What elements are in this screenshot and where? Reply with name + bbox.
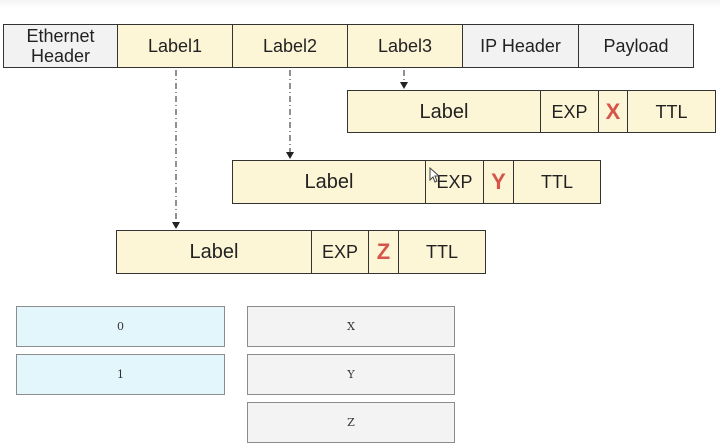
label-entry-z-exp: EXP bbox=[311, 230, 369, 274]
option-box-1[interactable]: 1 bbox=[16, 354, 225, 395]
label3-cell: Label3 bbox=[347, 24, 463, 68]
arrowhead-label2 bbox=[286, 152, 294, 159]
label2-cell: Label2 bbox=[232, 24, 348, 68]
label-entry-x-field: X bbox=[598, 90, 628, 133]
ethernet-header-cell: Ethernet Header bbox=[3, 24, 118, 68]
ip-header-cell: IP Header bbox=[462, 24, 579, 68]
label-entry-y-field: Y bbox=[483, 160, 514, 204]
label-entry-y-label: Label bbox=[232, 160, 426, 204]
label-entry-x-ttl: TTL bbox=[627, 90, 716, 133]
top-strip bbox=[0, 0, 720, 8]
label-entry-z-field: Z bbox=[368, 230, 399, 274]
label1-cell: Label1 bbox=[117, 24, 233, 68]
arrowhead-label1 bbox=[172, 222, 180, 229]
label-entry-z-label: Label bbox=[116, 230, 312, 274]
option-box-z[interactable]: Z bbox=[247, 402, 455, 443]
label-entry-x-label: Label bbox=[347, 90, 541, 133]
label-entry-z-ttl: TTL bbox=[398, 230, 486, 274]
mouse-cursor-icon bbox=[429, 167, 441, 183]
label-entry-x-exp: EXP bbox=[540, 90, 599, 133]
payload-cell: Payload bbox=[578, 24, 694, 68]
option-box-x[interactable]: X bbox=[247, 306, 455, 347]
arrowhead-label3 bbox=[400, 82, 408, 89]
label-entry-y-ttl: TTL bbox=[513, 160, 601, 204]
option-box-y[interactable]: Y bbox=[247, 354, 455, 395]
option-box-0[interactable]: 0 bbox=[16, 306, 225, 347]
